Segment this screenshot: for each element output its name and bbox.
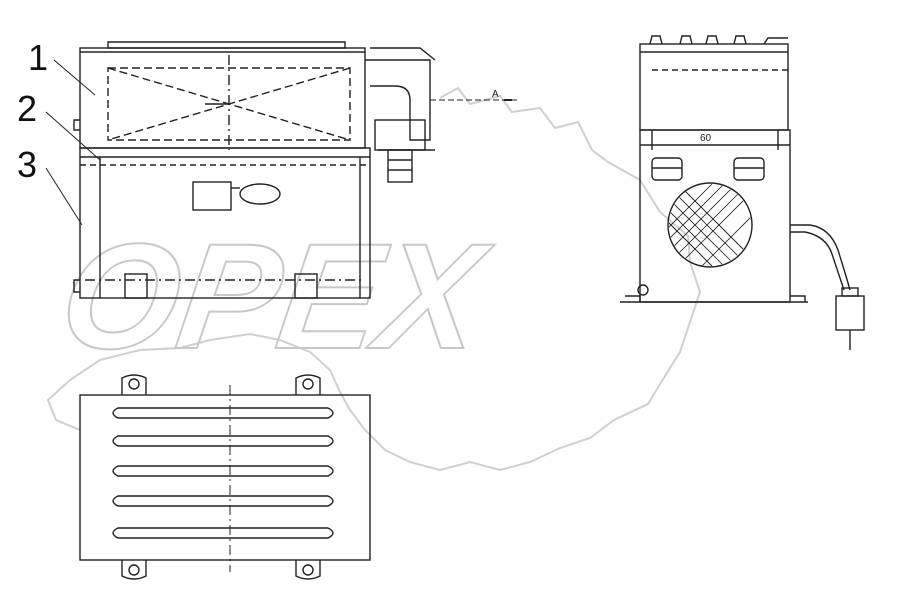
dimension-label: 60 bbox=[700, 133, 712, 144]
watermark-logo bbox=[46, 86, 702, 472]
heater-unit-front-view bbox=[73, 41, 436, 299]
fan-grille bbox=[669, 184, 751, 266]
heater-unit-side-view bbox=[620, 35, 865, 350]
callout-1: 1 bbox=[28, 37, 49, 78]
watermark-text: OPEX bbox=[51, 212, 502, 381]
callout-3: 3 bbox=[17, 144, 38, 185]
section-marker: A bbox=[430, 89, 520, 101]
louver-panel bbox=[79, 374, 371, 580]
callout-2: 2 bbox=[17, 88, 38, 129]
svg-text:A: A bbox=[492, 89, 499, 100]
callout-leaders bbox=[45, 59, 101, 226]
svg-text:OPEX: OPEX bbox=[52, 213, 501, 380]
